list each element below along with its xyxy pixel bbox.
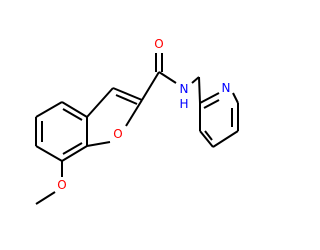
bond-ch2-pyridine bbox=[198, 76, 201, 104]
bond-benzene-1 bbox=[35, 145, 63, 162]
bond-carbonyl-n bbox=[158, 71, 177, 84]
bond-benzene-6 bbox=[61, 145, 88, 162]
bond-pyridine-c4-c3 bbox=[199, 130, 214, 148]
bond-benzene-3 bbox=[35, 101, 63, 118]
pyridine-nitrogen-label: N bbox=[222, 81, 231, 95]
bond-n-ch2 bbox=[191, 76, 200, 84]
bond-pyridine-n-c6 bbox=[232, 92, 239, 104]
bond-layer bbox=[35, 53, 239, 205]
bond-furan-c3a-c3 bbox=[86, 87, 114, 118]
bond-furan-c3-c2-inner bbox=[115, 94, 138, 105]
bond-pyridine-c2-n-inner bbox=[203, 99, 220, 109]
carbonyl-oxygen-label: O bbox=[154, 37, 163, 51]
bond-methoxy-o-ch3 bbox=[35, 191, 56, 205]
amide-nitrogen-label: N bbox=[180, 82, 189, 96]
bond-furan-c2-o1 bbox=[125, 99, 143, 127]
bond-furan-c3-c2 bbox=[112, 87, 143, 101]
furan-oxygen-label: O bbox=[113, 127, 122, 141]
bond-benzene-4 bbox=[61, 101, 88, 118]
amide-hydrogen-label: H bbox=[179, 97, 188, 111]
methoxy-oxygen-label: O bbox=[57, 178, 66, 192]
bond-benzene-6-inner bbox=[62, 142, 83, 155]
bond-furan-o1-c7a bbox=[86, 141, 111, 147]
molecule-structure-diagram: O N H N O O bbox=[35, 37, 239, 205]
bond-c2-carbonyl bbox=[141, 71, 160, 101]
bond-pyridine-c2-n bbox=[199, 92, 220, 104]
bond-benzene-4-inner bbox=[62, 108, 83, 121]
atom-label-layer: O N H N O O bbox=[57, 37, 230, 192]
bond-pyridine-c5-c4 bbox=[212, 130, 239, 148]
bond-pyridine-c4-c3-inner bbox=[204, 130, 213, 141]
